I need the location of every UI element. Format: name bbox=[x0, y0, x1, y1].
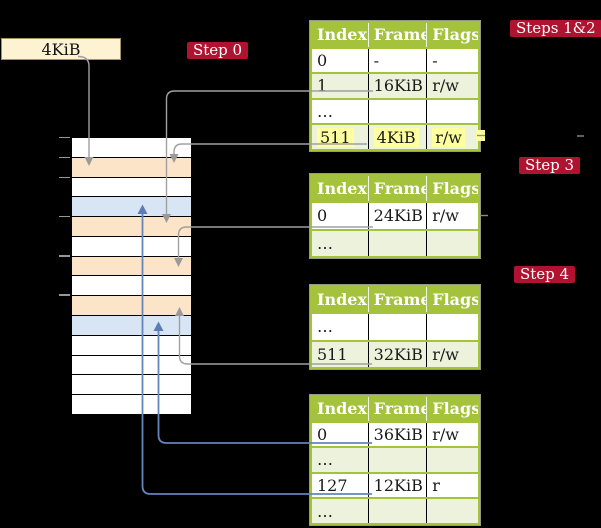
header-cell-frame: Frame bbox=[367, 23, 426, 47]
table-cell: … bbox=[317, 233, 333, 253]
table-cell: … bbox=[317, 102, 333, 122]
table-cell: 511 bbox=[312, 125, 368, 149]
header-cell-flags: Flags bbox=[426, 397, 478, 421]
table-cell: … bbox=[317, 450, 333, 470]
table-cell: 24KiB bbox=[367, 203, 427, 229]
table-cell: 36KiB bbox=[367, 422, 427, 447]
table-cell bbox=[426, 99, 478, 124]
table-row: 511 4KiB r/w bbox=[312, 123, 478, 149]
table-cell: r bbox=[426, 473, 478, 498]
table-cell: … bbox=[317, 317, 333, 337]
table-cell bbox=[367, 448, 427, 472]
frame-boundary-tick bbox=[59, 255, 70, 257]
table-cell: 0 bbox=[317, 424, 328, 444]
header-cell-frame: Frame bbox=[367, 397, 426, 421]
table-cell bbox=[367, 499, 427, 523]
table-cell bbox=[367, 314, 427, 340]
memory-frame-row-white bbox=[72, 276, 191, 297]
badge-step-3: Step 3 bbox=[519, 157, 581, 174]
table-cell: r/w bbox=[426, 422, 478, 447]
table-cell bbox=[426, 499, 478, 523]
memory-frame-row-white bbox=[72, 375, 191, 396]
frame-boundary-tick bbox=[59, 215, 70, 217]
memory-frame-row-peach bbox=[72, 296, 191, 317]
table-cell bbox=[426, 448, 478, 472]
table-cell: 511 bbox=[317, 344, 348, 364]
table-cell: 127 bbox=[317, 476, 348, 496]
table-cell bbox=[367, 230, 427, 256]
table-row: … bbox=[312, 97, 478, 124]
memory-frame-row-white bbox=[72, 236, 191, 257]
table-row: … bbox=[312, 312, 478, 340]
header-cell-frame: Frame bbox=[367, 287, 426, 313]
header-cell-index: Index bbox=[317, 290, 368, 310]
table-cell: r/w bbox=[426, 74, 478, 98]
highlighted-value: 4KiB bbox=[373, 127, 419, 147]
table-cell: r/w bbox=[426, 341, 478, 367]
memory-frame-row-white bbox=[72, 335, 191, 356]
memory-frame-row-peach bbox=[72, 256, 191, 277]
table-row: 0 -- bbox=[312, 46, 478, 73]
memory-frame-row-white bbox=[72, 355, 191, 376]
memory-frame-row-blue bbox=[72, 197, 191, 218]
frame-boundary-tick bbox=[59, 136, 70, 138]
highlighted-value: r/w bbox=[432, 127, 465, 147]
memory-frame-row-blue bbox=[72, 316, 191, 336]
table-cell bbox=[367, 99, 427, 124]
table-cell: 4KiB bbox=[367, 125, 427, 149]
frame-boundary-tick bbox=[59, 294, 70, 296]
table-cell: 0 bbox=[317, 50, 328, 70]
table-cell: - bbox=[426, 48, 478, 73]
table-cell: - bbox=[367, 48, 427, 73]
table-cell bbox=[426, 230, 478, 256]
header-cell-index: Index bbox=[317, 399, 368, 419]
table-cell: 1 bbox=[317, 76, 328, 96]
frame-address-label: 4KiB bbox=[41, 39, 81, 59]
header-cell-flags: Flags bbox=[426, 176, 478, 202]
table-cell: 32KiB bbox=[367, 341, 427, 367]
table-cell: r/w bbox=[426, 125, 478, 149]
highlighted-value: 511 bbox=[317, 127, 354, 147]
memory-frame-row-peach bbox=[72, 217, 191, 237]
header-cell-index: Index bbox=[317, 179, 368, 199]
table-cell: r/w bbox=[426, 203, 478, 229]
physical-memory-stack bbox=[71, 137, 192, 415]
frame-boundary-tick bbox=[59, 176, 70, 178]
table-row: … bbox=[312, 446, 478, 472]
memory-frame-row-white bbox=[72, 395, 191, 414]
table-cell: 16KiB bbox=[367, 74, 427, 98]
header-cell-flags: Flags bbox=[426, 287, 478, 313]
memory-frame-row-white bbox=[72, 177, 191, 198]
header-cell-index: Index bbox=[317, 25, 368, 45]
memory-frame-row-peach bbox=[72, 157, 191, 178]
badge-steps-1-2: Steps 1&2 bbox=[510, 20, 601, 37]
memory-frame-row-white bbox=[72, 138, 191, 158]
frame-boundary-tick bbox=[59, 156, 70, 158]
table-row: … bbox=[312, 497, 478, 523]
header-cell-frame: Frame bbox=[367, 176, 426, 202]
frame-address-label-box: 4KiB bbox=[1, 38, 121, 60]
table-cell: … bbox=[317, 501, 333, 521]
badge-step-4: Step 4 bbox=[514, 266, 576, 283]
table-cell: 0 bbox=[317, 206, 328, 226]
header-cell-flags: Flags bbox=[426, 23, 478, 47]
table-cell: 12KiB bbox=[367, 473, 427, 498]
table-row: … bbox=[312, 228, 478, 256]
badge-step-0: Step 0 bbox=[187, 42, 249, 59]
table-cell bbox=[426, 314, 478, 340]
